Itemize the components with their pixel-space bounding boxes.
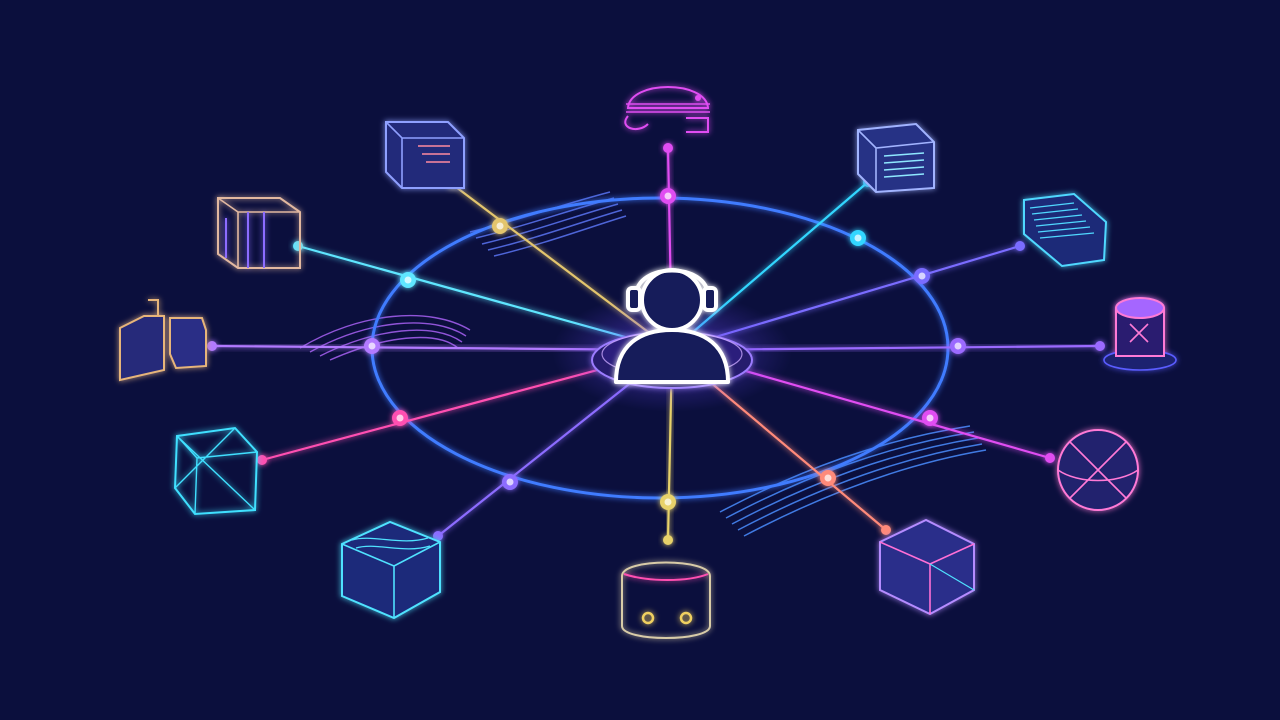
endpoint-dot: [663, 535, 673, 545]
ring-node-core: [954, 342, 962, 350]
server-rack-icon: [1023, 192, 1108, 268]
wave-lines-left: [299, 314, 471, 361]
ring-node-core: [396, 414, 404, 422]
archive-box-icon: [119, 299, 207, 382]
cylinder-icon: [1103, 297, 1177, 371]
glass-cube-icon: [879, 518, 975, 616]
wave-lines-bottom-right: [719, 425, 987, 537]
ring-node-core: [664, 192, 672, 200]
endpoint-dot: [293, 241, 303, 251]
package-icon: [217, 197, 301, 269]
data-box-icon: [857, 122, 935, 194]
robot-face-icon: [621, 561, 711, 639]
endpoint-dot: [1095, 341, 1105, 351]
ring-node-core: [496, 222, 504, 230]
endpoint-dot: [207, 341, 217, 351]
ring-node-core: [404, 276, 412, 284]
endpoint-dot: [881, 525, 891, 535]
ring-node-core: [854, 234, 862, 242]
ring-node-core: [918, 272, 926, 280]
user-headset-icon: [614, 268, 730, 384]
helmet-device-icon: [624, 86, 710, 133]
ring-node-core: [506, 478, 514, 486]
endpoint-dot: [257, 455, 267, 465]
endpoint-dot: [433, 531, 443, 541]
ring-node-core: [926, 414, 934, 422]
endpoint-dot: [663, 143, 673, 153]
spoke-top-left: [385, 121, 674, 352]
document-box-icon: [385, 121, 465, 189]
wireframe-cube-icon: [173, 426, 259, 516]
endpoint-dot: [1045, 453, 1055, 463]
ring-node-core: [368, 342, 376, 350]
ring-node-core: [664, 498, 672, 506]
ring-node-core: [824, 474, 832, 482]
endpoint-dot: [1015, 241, 1025, 251]
sphere-icon: [1057, 429, 1139, 511]
layered-cube-icon: [341, 520, 441, 620]
